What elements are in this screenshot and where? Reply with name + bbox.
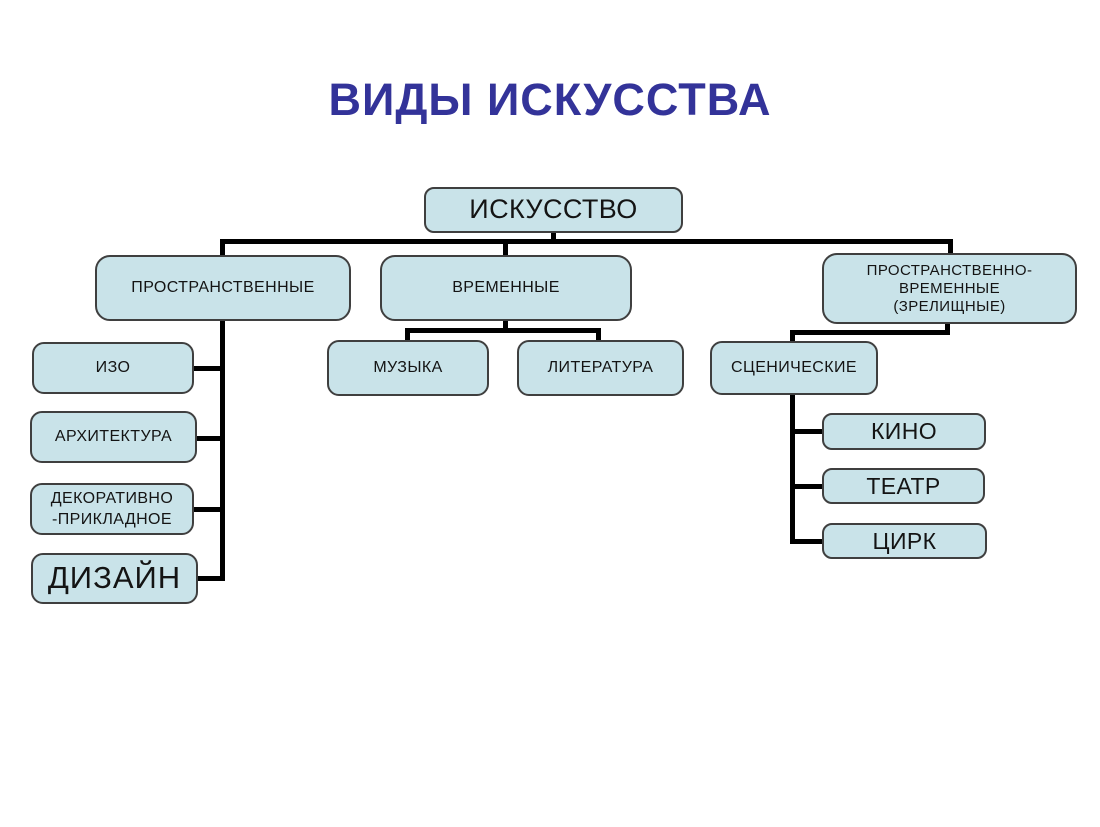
node-architecture-label: АРХИТЕКТУРА xyxy=(54,428,173,445)
connector-design-stub xyxy=(198,576,222,581)
page-title: ВИДЫ ИСКУССТВА xyxy=(328,74,772,125)
node-design-label: ДИЗАЙН xyxy=(47,560,182,596)
node-music-label: МУЗЫКА xyxy=(373,359,443,376)
connector-music-drop xyxy=(405,328,410,340)
connector-drop-spatial-temporal xyxy=(948,239,953,254)
node-cinema-label: КИНО xyxy=(870,418,938,445)
node-spatial-label: ПРОСТРАНСТВЕННЫЕ xyxy=(131,279,315,296)
connector-decorative-stub xyxy=(194,507,222,512)
node-scenic-label: СЦЕНИЧЕСКИЕ xyxy=(731,359,857,376)
connector-scenic-drop xyxy=(790,330,795,342)
node-design: ДИЗАЙН xyxy=(31,553,198,604)
node-spatial-temporal-line3: (ЗРЕЛИЩНЫЕ) xyxy=(893,297,1006,315)
connector-left-trunk xyxy=(220,320,225,581)
connector-spatial-temporal-stub xyxy=(945,323,950,335)
connector-drop-temporal xyxy=(503,239,508,256)
connector-right-trunk xyxy=(790,394,795,544)
connector-right-horizontal xyxy=(790,330,950,335)
node-decorative-applied: ДЕКОРАТИВНО -ПРИКЛАДНОЕ xyxy=(30,483,194,535)
connector-main-horizontal xyxy=(220,239,953,244)
node-art-root: ИСКУССТВО xyxy=(424,187,683,233)
node-izo-label: ИЗО xyxy=(95,359,131,376)
node-temporal: ВРЕМЕННЫЕ xyxy=(380,255,632,321)
connector-root-stub xyxy=(551,231,556,241)
node-circus-label: ЦИРК xyxy=(872,527,937,554)
node-izo: ИЗО xyxy=(32,342,194,394)
connector-circus-stub xyxy=(795,539,823,544)
connector-cinema-stub xyxy=(795,429,823,434)
node-theater-label: ТЕАТР xyxy=(866,472,941,499)
node-spatial-temporal-line2: ВРЕМЕННЫЕ xyxy=(898,279,1001,297)
node-theater: ТЕАТР xyxy=(822,468,985,504)
node-spatial-temporal: ПРОСТРАНСТВЕННО- ВРЕМЕННЫЕ (ЗРЕЛИЩНЫЕ) xyxy=(822,253,1077,324)
node-architecture: АРХИТЕКТУРА xyxy=(30,411,197,463)
node-decorative-line1: ДЕКОРАТИВНО xyxy=(50,490,174,507)
connector-theater-stub xyxy=(795,484,823,489)
node-decorative-line2: -ПРИКЛАДНОЕ xyxy=(52,511,172,528)
connector-mid-horizontal xyxy=(405,328,601,333)
node-circus: ЦИРК xyxy=(822,523,987,559)
connector-architecture-stub xyxy=(197,436,222,441)
node-scenic: СЦЕНИЧЕСКИЕ xyxy=(710,341,878,395)
node-spatial-temporal-line1: ПРОСТРАНСТВЕННО- xyxy=(866,261,1033,279)
node-literature-label: ЛИТЕРАТУРА xyxy=(547,359,654,376)
connector-izo-stub xyxy=(194,366,222,371)
node-temporal-label: ВРЕМЕННЫЕ xyxy=(452,279,560,296)
connector-temporal-stub xyxy=(503,320,508,333)
connector-literature-drop xyxy=(596,328,601,340)
node-literature: ЛИТЕРАТУРА xyxy=(517,340,684,396)
node-art-root-label: ИСКУССТВО xyxy=(469,194,638,225)
node-music: МУЗЫКА xyxy=(327,340,489,396)
node-cinema: КИНО xyxy=(822,413,986,450)
node-spatial: ПРОСТРАНСТВЕННЫЕ xyxy=(95,255,351,321)
connector-drop-spatial xyxy=(220,239,225,256)
